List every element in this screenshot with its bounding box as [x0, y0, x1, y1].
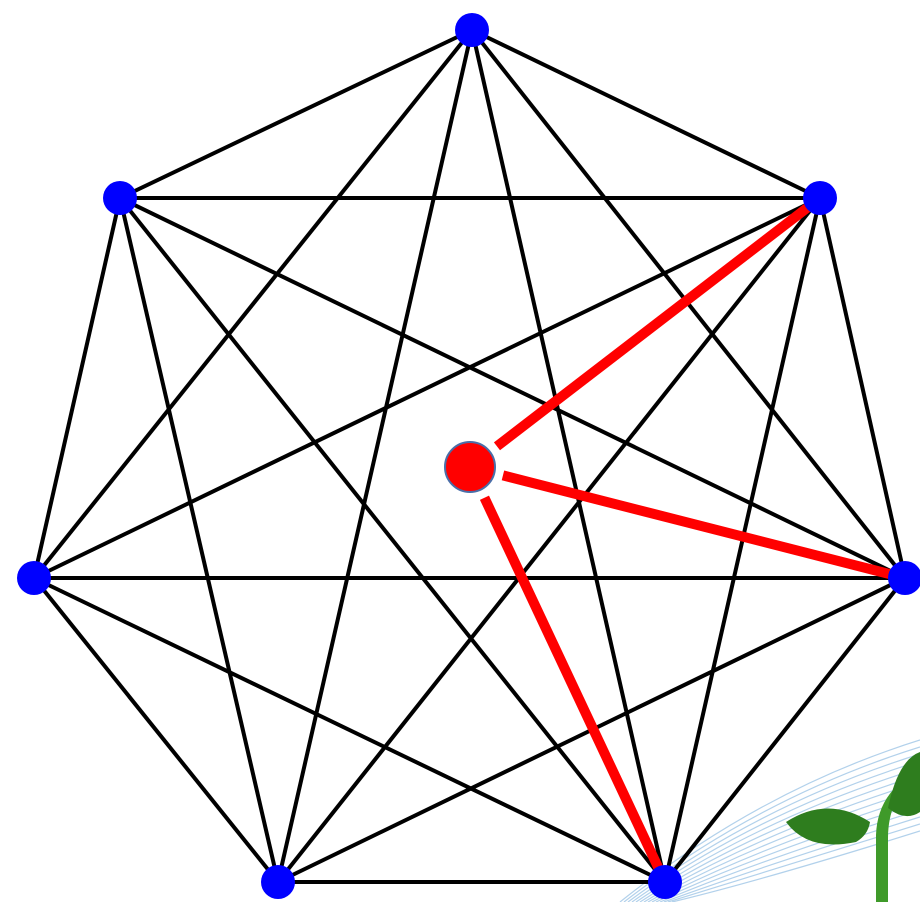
graph-edge	[120, 198, 905, 578]
graph-vertex	[648, 865, 682, 899]
graph-edge	[278, 30, 472, 882]
sprout-icon	[786, 752, 920, 902]
center-node	[445, 442, 495, 492]
graph-vertex	[17, 561, 51, 595]
graph-edge	[34, 30, 472, 578]
highlighted-edge	[484, 498, 659, 871]
graph-vertex	[261, 865, 295, 899]
graph-edge	[34, 578, 665, 882]
graph-edge	[472, 30, 665, 882]
graph-edge	[472, 30, 820, 198]
sprout-leaf-left	[786, 809, 870, 845]
graph-edge	[34, 198, 820, 578]
graph-vertex	[803, 181, 837, 215]
graph-vertex	[103, 181, 137, 215]
graph-vertex	[888, 561, 920, 595]
graph-edge	[120, 30, 472, 198]
graph-vertex	[455, 13, 489, 47]
graph-edge	[120, 198, 665, 882]
